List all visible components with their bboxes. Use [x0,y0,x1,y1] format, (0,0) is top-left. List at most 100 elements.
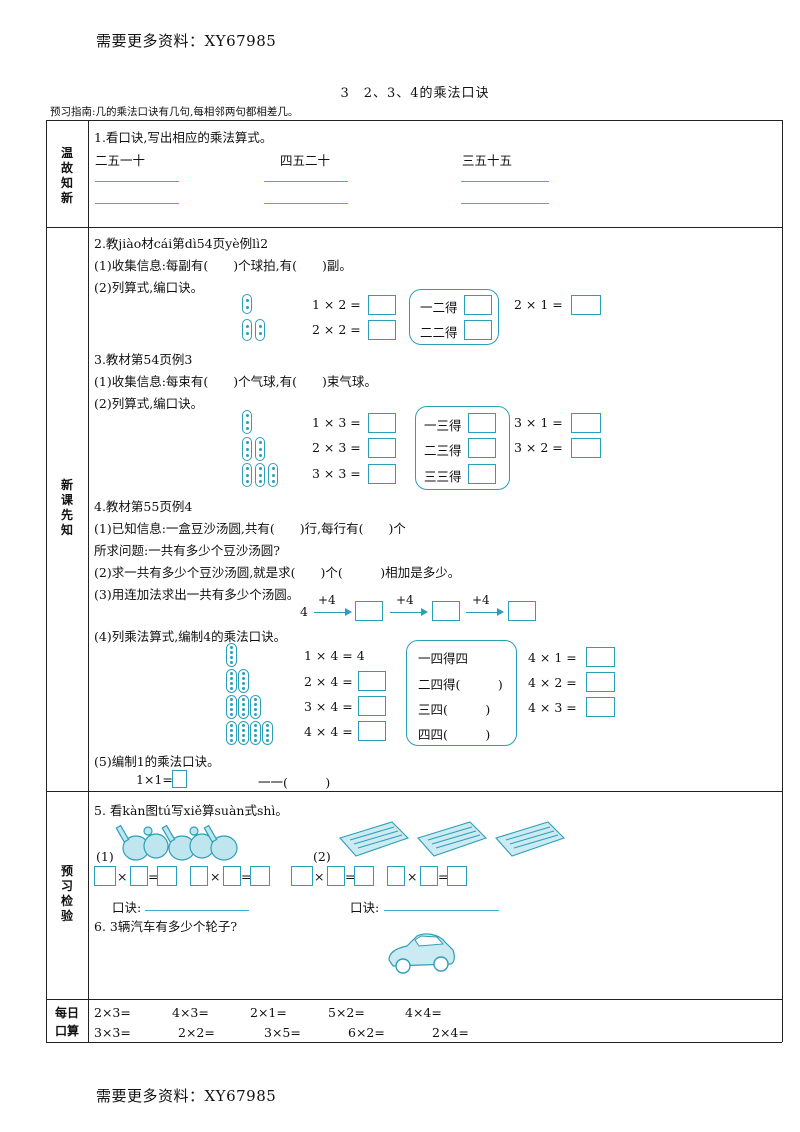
daily-2-3: 3×5= [264,1025,301,1040]
q5-2b-product[interactable] [447,866,467,886]
q3-mnemonic-group [415,406,510,490]
q2-prompt: 2.教jiào材cái第dì54页yè例lì2 [94,236,269,251]
answer-line-3a[interactable] [461,181,549,182]
answer-line-2b[interactable] [264,203,348,204]
q2-info: (1)收集信息:每副有( )个球拍,有( )副。 [94,258,352,273]
daily-1-2: 4×3= [172,1005,209,1020]
q3-reverse-2-answer[interactable] [571,438,601,458]
chain-start: 4 [300,604,308,619]
q3-mnemonic-3-answer[interactable] [468,464,496,484]
q4-reverse-3-answer[interactable] [586,697,615,717]
chain-plus-2: +4 [396,593,414,607]
section-check-label: 预习检验 [45,864,89,924]
car-image [388,933,455,974]
q5-2b-factor-2[interactable] [420,866,438,886]
daily-2-2: 2×2= [178,1025,215,1040]
q5-1b-times: × [210,869,221,884]
chain-answer-3[interactable] [508,601,536,621]
q4-build: (4)列乘法算式,编制4的乘法口诀。 [94,629,287,644]
chain-arrow-3 [466,608,504,616]
q2-reverse-1: 2 × 1 = [514,297,563,312]
one-eq-answer[interactable] [172,770,187,788]
q3-eq-1-answer[interactable] [368,413,396,433]
q2-mnemonic-2-answer[interactable] [464,320,492,340]
section-daily-label: 每日口算 [45,1004,89,1040]
q6-prompt: 6. 3辆汽车有多少个轮子? [94,919,238,934]
q4-addition: (3)用连加法求出一共有多少个汤圆。 [94,587,300,602]
q4-eq-2-answer[interactable] [358,671,386,691]
q5-2b-factor-1[interactable] [387,866,405,886]
chain-plus-1: +4 [318,593,336,607]
q1-item-3: 三五十五 [462,153,513,168]
q2-mnemonic-group [409,289,499,345]
paddle-group-1 [242,294,252,314]
q3-mnemonic-3: 三三得 [424,469,462,484]
q3-mnemonic-2-answer[interactable] [468,438,496,458]
q5-1b-factor-2[interactable] [223,866,241,886]
q2-eq-1-answer[interactable] [368,295,396,315]
daily-1-3: 2×1= [250,1005,287,1020]
answer-line-1b[interactable] [95,203,179,204]
balloon-bunch-2a [242,437,252,461]
q5-1b-factor-1[interactable] [190,866,208,886]
one-eq: 1×1= [136,772,173,787]
chain-answer-2[interactable] [432,601,460,621]
q5-1a-factor-1[interactable] [94,866,116,886]
tangyuan-row-3b [238,695,249,719]
q2-reverse-1-answer[interactable] [571,295,601,315]
q5-1a-product[interactable] [157,866,177,886]
q3-reverse-1-answer[interactable] [571,413,601,433]
q4-reverse-2-answer[interactable] [586,672,615,692]
q5-1b-product[interactable] [250,866,270,886]
q5-2a-factor-2[interactable] [327,866,345,886]
daily-2-5: 2×4= [432,1025,469,1040]
q3-mnemonic-1-answer[interactable] [468,413,496,433]
footer-note: 需要更多资料：XY67985 [96,1087,277,1105]
q5-1b-equals: = [241,869,252,884]
section-new-text: 新课先知 [60,478,73,537]
q4-prompt: 4.教材第55页例4 [94,499,193,514]
answer-line-2a[interactable] [264,181,348,182]
answer-line-3b[interactable] [461,203,549,204]
q4-eq-3: 3 × 4 = [304,699,353,714]
q5-2a-factor-1[interactable] [291,866,313,886]
paddle-group-2a [242,319,252,341]
q3-eq-1: 1 × 3 = [312,415,361,430]
q4-known: (1)已知信息:一盒豆沙汤圆,共有( )行,每行有( )个 [94,521,406,536]
q2-eq-2-answer[interactable] [368,320,396,340]
q4-reverse-3: 4 × 3 = [528,700,577,715]
q4-eq-3-answer[interactable] [358,696,386,716]
q4-eq-1: 1 × 4 = 4 [304,648,365,663]
q5-2b-times: × [407,869,418,884]
q3-eq-2-answer[interactable] [368,438,396,458]
q5-2a-product[interactable] [354,866,374,886]
daily-1-4: 5×2= [328,1005,365,1020]
q5-1a-times: × [117,869,128,884]
section-daily-text: 每日口算 [54,1006,79,1038]
q5-mnemonic-2-line[interactable] [384,910,499,911]
q4-mnemonic-group [406,640,517,746]
q4-one-table: (5)编制1的乘法口诀。 [94,754,220,769]
chain-answer-1[interactable] [355,601,383,621]
q2-mnemonic-1-answer[interactable] [464,295,492,315]
q2-instruction: (2)列算式,编口诀。 [94,280,204,295]
q4-question: 所求问题:一共有多少个豆沙汤圆? [94,543,280,558]
tangyuan-row-4d [262,721,273,745]
tangyuan-row-4a [226,721,237,745]
q5-1a-factor-2[interactable] [130,866,148,886]
q1-prompt: 1.看口诀,写出相应的乘法算式。 [94,130,273,145]
q4-reverse-1-answer[interactable] [586,647,615,667]
paddles-image [115,824,238,861]
q5-mnemonic-1-line[interactable] [145,910,249,911]
q3-eq-3-answer[interactable] [368,464,396,484]
balloon-bunch-3b [255,463,265,487]
q5-2a-equals: = [345,869,356,884]
q5-2a-times: × [314,869,325,884]
q1-item-1: 二五一十 [95,153,146,168]
answer-line-1a[interactable] [95,181,179,182]
q2-eq-1: 1 × 2 = [312,297,361,312]
q4-eq-4-answer[interactable] [358,721,386,741]
q4-reverse-2: 4 × 2 = [528,675,577,690]
chain-arrow-2 [390,608,428,616]
counting-sticks-image [339,821,566,857]
